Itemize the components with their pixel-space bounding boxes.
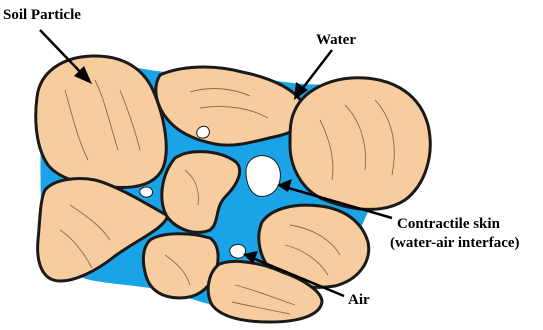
soil-particle-label: Soil Particle xyxy=(3,8,81,23)
air-label: Air xyxy=(348,293,370,308)
air-pocket xyxy=(197,126,210,138)
water-label: Water xyxy=(316,33,356,48)
contractile-skin-label: Contractile skin xyxy=(397,217,500,232)
soil-particle xyxy=(290,78,430,210)
air-pocket xyxy=(140,187,153,197)
air-pocket xyxy=(246,156,280,197)
water-air-interface-label: (water-air interface) xyxy=(390,236,520,251)
air-pocket xyxy=(230,244,246,258)
